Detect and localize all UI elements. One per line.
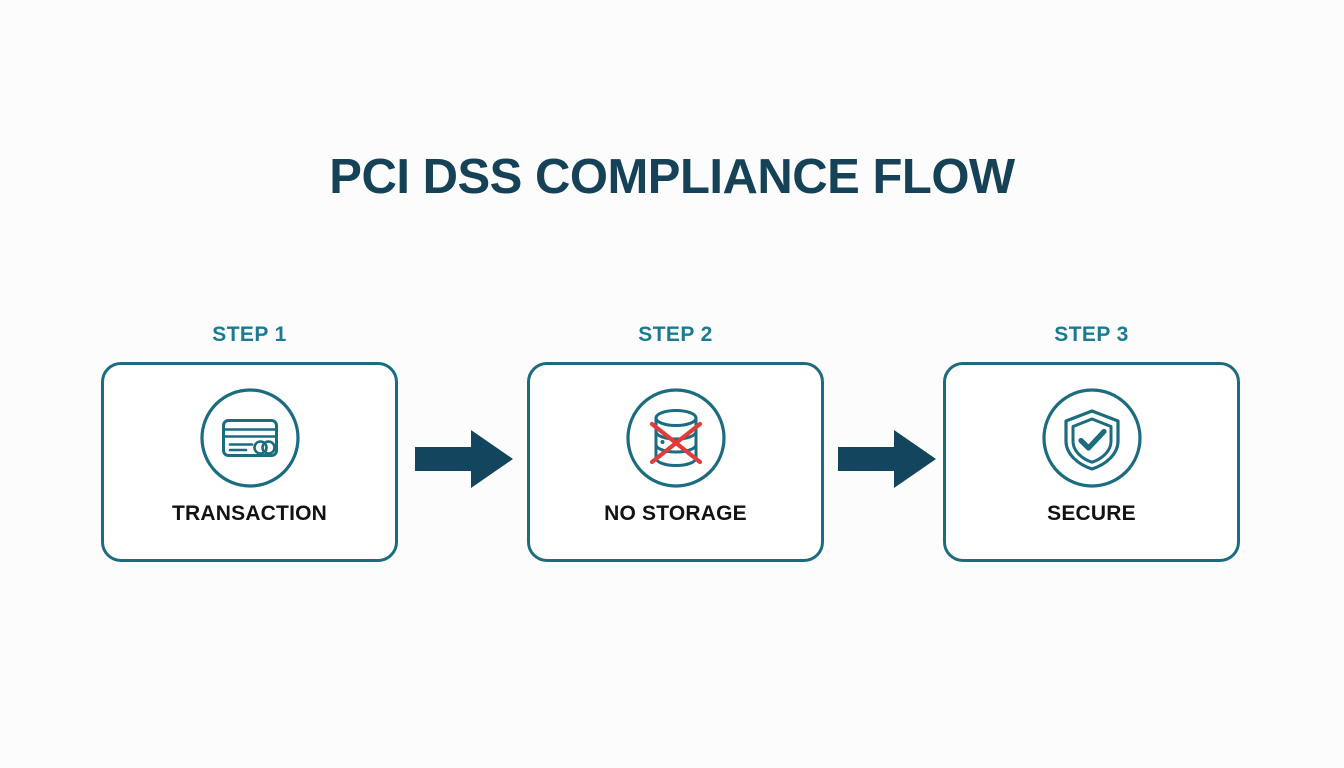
shield-check-icon xyxy=(1040,386,1144,490)
flow-step-3[interactable]: STEP 3 SECURE xyxy=(943,320,1240,570)
arrow-right-icon xyxy=(415,430,513,488)
flow-step-2[interactable]: STEP 2 xyxy=(527,320,824,570)
step-3-card-label: SECURE xyxy=(1047,502,1136,525)
step-3-card[interactable]: SECURE xyxy=(943,362,1240,562)
step-1-label: STEP 1 xyxy=(212,323,287,346)
database-crossed-out-icon xyxy=(624,386,728,490)
page-title: PCI DSS COMPLIANCE FLOW xyxy=(329,150,1015,204)
step-1-card[interactable]: TRANSACTION xyxy=(101,362,398,562)
step-2-card-label: NO STORAGE xyxy=(604,502,747,525)
compliance-flow: STEP 1 TRANSACTION xyxy=(101,320,1240,570)
arrow-right-icon xyxy=(838,430,936,488)
credit-card-icon xyxy=(198,386,302,490)
step-3-label: STEP 3 xyxy=(1054,323,1129,346)
step-2-label: STEP 2 xyxy=(638,323,713,346)
step-1-card-label: TRANSACTION xyxy=(171,502,328,525)
step-2-card[interactable]: NO STORAGE xyxy=(527,362,824,562)
flow-step-1[interactable]: STEP 1 TRANSACTION xyxy=(101,320,398,570)
